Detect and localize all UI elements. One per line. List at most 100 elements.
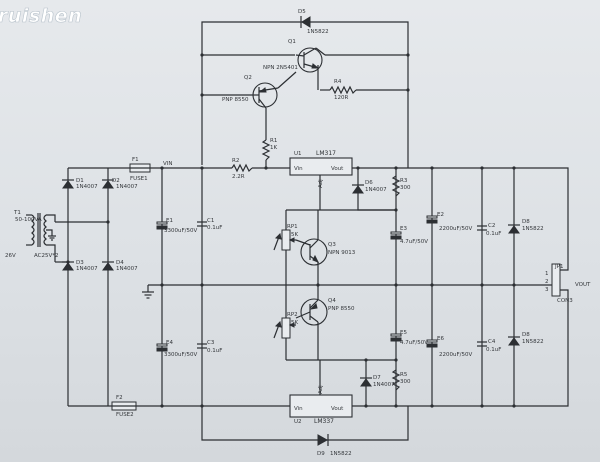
svg-text:E2: E2 <box>437 212 444 218</box>
svg-text:1N4007: 1N4007 <box>373 382 395 388</box>
svg-text:D7: D7 <box>373 375 381 381</box>
cap-e3: E3 4.7uF/50V <box>390 226 428 245</box>
svg-text:4.7uF/50V: 4.7uF/50V <box>400 239 428 245</box>
svg-text:1N4007: 1N4007 <box>116 184 138 190</box>
svg-text:Vout: Vout <box>331 406 344 412</box>
svg-text:Q2: Q2 <box>244 75 252 81</box>
resistor-r1: R1 1K <box>261 138 277 161</box>
svg-text:LM337: LM337 <box>314 418 334 425</box>
svg-text:Adj: Adj <box>318 385 324 394</box>
svg-text:Vin: Vin <box>294 166 303 172</box>
svg-text:3: 3 <box>545 287 549 293</box>
svg-text:JP1: JP1 <box>554 264 563 270</box>
svg-text:0.1uF: 0.1uF <box>207 225 222 231</box>
svg-text:1N4007: 1N4007 <box>76 184 98 190</box>
svg-text:R4: R4 <box>334 79 342 85</box>
svg-text:PNP 8550: PNP 8550 <box>328 306 355 312</box>
potentiometer-rp2: RP2 5K <box>281 312 298 339</box>
potentiometer-rp1: RP1 5K <box>281 224 298 251</box>
ground-icon <box>142 291 154 299</box>
cap-e1: E1 3300uF/50V <box>156 218 197 234</box>
transistor-q3: Q3 NPN 9013 <box>300 230 356 266</box>
transformer-rating: 50-100VA <box>15 217 42 223</box>
regulator-u2: Vin Vout U2 LM337 Adj <box>289 385 353 425</box>
svg-text:FUSE2: FUSE2 <box>116 412 134 418</box>
svg-text:R3: R3 <box>400 178 408 184</box>
svg-text:1N4007: 1N4007 <box>116 266 138 272</box>
resistor-r5: R5 300 <box>391 369 411 391</box>
svg-text:RP1: RP1 <box>287 224 298 230</box>
svg-text:1N5822: 1N5822 <box>330 451 352 457</box>
svg-text:D9: D9 <box>317 451 325 457</box>
svg-text:C2: C2 <box>488 223 495 229</box>
svg-text:5K: 5K <box>291 320 298 326</box>
svg-text:Vout: Vout <box>331 166 344 172</box>
diode-d8-upper: D8 1N5822 <box>508 219 544 234</box>
diode-d2: D2 1N4007 <box>102 178 138 190</box>
resistor-r2: R2 2.2R <box>231 158 253 180</box>
svg-text:1K: 1K <box>270 145 277 151</box>
svg-text:E5: E5 <box>400 330 407 336</box>
svg-text:4.7uF/50V: 4.7uF/50V <box>400 340 428 346</box>
regulator-u1: Vin Vout U1 LM317 Adj <box>289 150 353 188</box>
cap-e5: E5 4.7uF/50V <box>390 330 428 346</box>
watermark-logo: ruishen <box>0 5 82 27</box>
svg-text:U2: U2 <box>294 419 302 425</box>
svg-text:RP2: RP2 <box>287 312 298 318</box>
svg-text:Adj: Adj <box>318 179 324 188</box>
svg-text:D5: D5 <box>298 9 306 15</box>
svg-text:C4: C4 <box>488 339 496 345</box>
svg-text:NPN 2N5401: NPN 2N5401 <box>263 65 298 71</box>
svg-text:D6: D6 <box>365 180 373 186</box>
svg-text:PNP 8550: PNP 8550 <box>222 97 249 103</box>
svg-text:0.1uF: 0.1uF <box>486 231 501 237</box>
fuse-f2: F2 FUSE2 <box>111 395 137 418</box>
svg-text:1N5822: 1N5822 <box>522 339 544 345</box>
fuse-f1: F1 FUSE1 VIN <box>129 157 173 182</box>
svg-text:F1: F1 <box>132 157 139 163</box>
svg-text:300: 300 <box>400 379 411 385</box>
cap-c3: C3 0.1uF <box>197 340 222 354</box>
svg-text:2200uF/50V: 2200uF/50V <box>439 352 472 358</box>
svg-text:0.1uF: 0.1uF <box>207 348 222 354</box>
svg-text:Q3: Q3 <box>328 242 336 248</box>
transformer-secondary: AC25V*2 <box>34 253 59 259</box>
transformer-ref: T1 <box>13 210 21 216</box>
svg-text:E1: E1 <box>166 218 173 224</box>
diode-d9: D9 1N5822 <box>317 434 352 457</box>
transistor-q2: Q2 PNP 8550 <box>222 75 279 109</box>
svg-text:E4: E4 <box>166 340 173 346</box>
resistor-r4: R4 120R <box>329 79 357 101</box>
svg-text:Vin: Vin <box>294 406 303 412</box>
svg-text:D4: D4 <box>116 260 124 266</box>
svg-text:E3: E3 <box>400 226 407 232</box>
svg-text:FUSE1: FUSE1 <box>130 176 148 182</box>
svg-text:3300uF/50V: 3300uF/50V <box>164 352 197 358</box>
svg-text:CON3: CON3 <box>557 298 573 304</box>
svg-text:D3: D3 <box>76 260 84 266</box>
transistor-q4: Q4 PNP 8550 <box>300 296 355 330</box>
transistor-q1: Q1 NPN 2N5401 <box>263 39 326 73</box>
vout-tag: VOUT <box>575 282 591 288</box>
output-connector-jp1: JP1 1 2 3 VOUT CON3 <box>545 263 591 304</box>
svg-text:0.1uF: 0.1uF <box>486 347 501 353</box>
svg-text:D1: D1 <box>76 178 84 184</box>
svg-text:2: 2 <box>545 279 549 285</box>
resistor-r3: R3 300 <box>391 175 411 197</box>
svg-text:D2: D2 <box>112 178 120 184</box>
cap-c2: C2 0.1uF <box>477 223 501 237</box>
cap-c4: C4 0.1uF <box>477 339 501 353</box>
wiper-arrows <box>273 232 282 339</box>
svg-text:D8: D8 <box>522 332 530 338</box>
vin-tag: VIN <box>163 161 173 167</box>
diode-d6: D6 1N4007 <box>352 180 387 194</box>
svg-text:120R: 120R <box>334 95 348 101</box>
svg-text:C3: C3 <box>207 340 215 346</box>
svg-text:Q4: Q4 <box>328 298 336 304</box>
diode-d4: D4 1N4007 <box>102 260 138 272</box>
diode-d1: D1 1N4007 <box>62 178 98 190</box>
diode-d8-lower: D8 1N5822 <box>508 332 544 346</box>
cap-c1: C1 0.1uF <box>197 218 222 231</box>
